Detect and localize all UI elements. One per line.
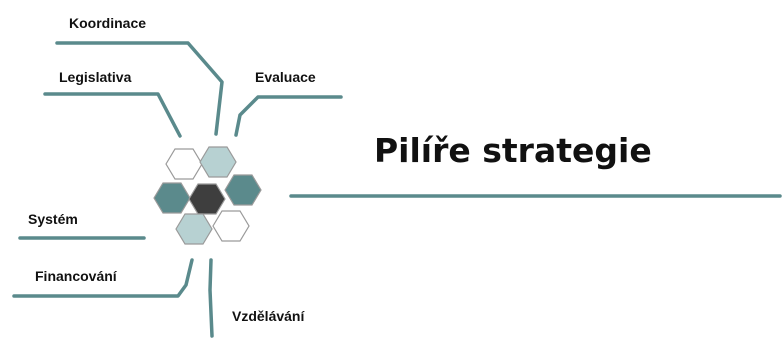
hexagon-cluster — [153, 146, 262, 245]
pillar-labels: Koordinace Legislativa Evaluace Systém F… — [28, 15, 316, 324]
label-legislativa: Legislativa — [59, 69, 132, 85]
page-title: Pilíře strategie — [374, 131, 652, 170]
hex-top-left — [165, 148, 203, 180]
connector-koordinace — [55, 41, 224, 136]
connector-vzdelavani — [208, 258, 214, 338]
label-evaluace: Evaluace — [255, 69, 316, 85]
label-system: Systém — [28, 211, 78, 227]
connector-legislativa — [43, 92, 182, 138]
hex-center — [188, 183, 226, 215]
label-financovani: Financování — [35, 268, 118, 284]
label-vzdelavani: Vzdělávání — [232, 308, 305, 324]
connector-financovani — [12, 258, 194, 298]
connector-lines — [12, 41, 782, 338]
hex-right — [224, 174, 262, 206]
connector-evaluace — [234, 95, 343, 137]
label-koordinace: Koordinace — [69, 15, 146, 31]
hex-bottom-right — [212, 210, 250, 242]
hex-top-right — [199, 146, 237, 178]
hex-left — [153, 182, 191, 214]
hex-bottom-left — [175, 213, 213, 245]
